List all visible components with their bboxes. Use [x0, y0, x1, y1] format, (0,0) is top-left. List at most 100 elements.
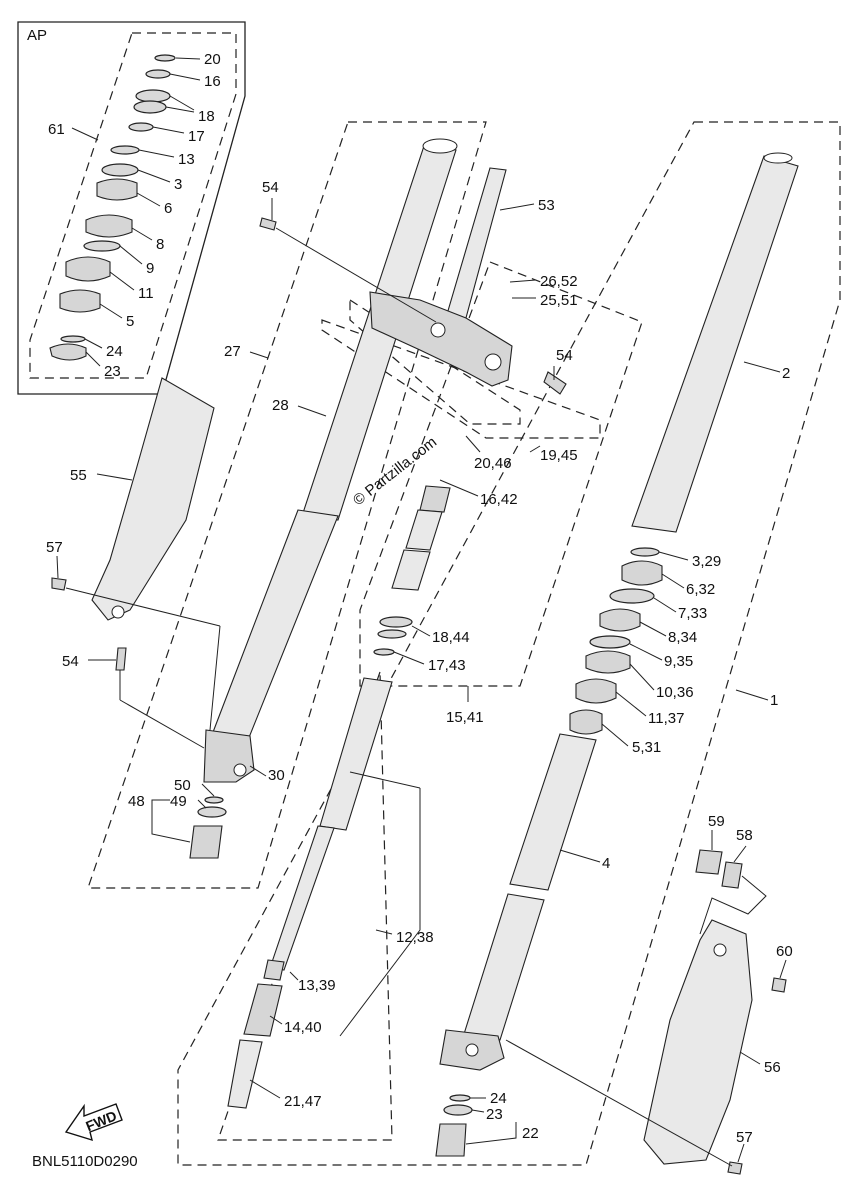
outline-15-41: [359, 261, 643, 687]
rod-parts: [227, 677, 393, 1109]
part-16-washer: [145, 69, 171, 79]
part-rod: [269, 825, 335, 971]
callout-7-33: 7,33: [678, 605, 707, 622]
callout-20: 20: [204, 51, 221, 68]
right-fork-parts: [435, 152, 799, 1175]
damper-parts: [373, 485, 451, 656]
part-6-bushing: [96, 178, 138, 201]
bolt-54a: [259, 217, 277, 231]
part-20-seal: [154, 54, 176, 62]
part-10-36-seal: [585, 650, 631, 674]
callout-57b: 57: [736, 1129, 753, 1146]
part-8-34-seal: [599, 608, 641, 632]
ap-kit-parts: [49, 54, 176, 361]
callout-57a: 57: [46, 539, 63, 556]
callout-9-35: 9,35: [664, 653, 693, 670]
callout-16-42: 16,42: [480, 491, 518, 508]
part-22-collar: [435, 1123, 467, 1157]
part-4-outer-tube: [509, 733, 597, 891]
part-18-oring-top: [135, 89, 171, 103]
callout-27: 27: [224, 343, 241, 360]
part-3-29-clip: [630, 547, 660, 557]
callout-49: 49: [170, 793, 187, 810]
part-18-44-oring-b: [377, 629, 407, 639]
callout-4: 4: [602, 855, 610, 872]
callout-15-41: 15,41: [446, 709, 484, 726]
part-30-axle-holder: [203, 729, 255, 783]
axle-bolt-22: [465, 1043, 479, 1057]
bolt-54b: [543, 371, 567, 395]
part-11-seal: [65, 256, 111, 282]
part-17-43-ring: [373, 648, 395, 656]
ap-kit-box: [17, 21, 246, 395]
leader-lines: [56, 57, 787, 1167]
part-27-triple-clamp: [369, 291, 513, 387]
callout-24a: 24: [106, 343, 123, 360]
callout-12-38: 12,38: [396, 929, 434, 946]
callout-61: 61: [48, 121, 65, 138]
part-17-ring: [128, 122, 154, 132]
callout-2: 2: [782, 365, 790, 382]
callout-labels: AP 20 16 18 17 61 13 3 6 8 9 11 5 24 23 …: [27, 27, 793, 1170]
callout-5-31: 5,31: [632, 739, 661, 756]
callout-3: 3: [174, 176, 182, 193]
callout-9: 9: [146, 260, 154, 277]
part-11-37-seal: [575, 678, 617, 704]
part-50-ring: [204, 796, 224, 804]
callout-22: 22: [522, 1125, 539, 1142]
part-7-33-washer: [609, 588, 655, 604]
callout-18: 18: [198, 108, 215, 125]
callout-6-32: 6,32: [686, 581, 715, 598]
callout-11: 11: [138, 285, 154, 302]
callout-55: 55: [70, 467, 87, 484]
part-5-31-bushing: [569, 709, 603, 735]
part-24b-ring: [449, 1094, 471, 1102]
axle-bolt-30: [233, 763, 247, 777]
part-2-inner-tube: [631, 155, 799, 533]
callout-16: 16: [204, 73, 221, 90]
callout-24b: 24: [490, 1090, 507, 1107]
callout-60: 60: [776, 943, 793, 960]
bolt-57b: [727, 1161, 743, 1175]
part-58-clip: [721, 861, 743, 889]
callout-53: 53: [538, 197, 555, 214]
outline-27: [87, 121, 487, 889]
callout-11-37: 11,37: [648, 710, 684, 727]
part-28-tube-top: [422, 138, 458, 154]
outline-20-46: [349, 298, 521, 425]
part-13-clip: [110, 145, 140, 155]
part-49-ring: [197, 806, 227, 818]
callout-17: 17: [188, 128, 205, 145]
fwd-arrow: FWD: [64, 1103, 123, 1142]
part-28-outer-tube: [209, 509, 339, 741]
clamp-hole-a: [430, 322, 446, 338]
callout-10-36: 10,36: [656, 684, 694, 701]
callout-13-39: 13,39: [298, 977, 336, 994]
part-4-lower: [463, 893, 545, 1041]
part-12-38-cartridge: [319, 677, 393, 831]
part-21-47-spring: [227, 1039, 263, 1109]
part-56-guard: [643, 919, 753, 1165]
part-9-35-washer: [589, 635, 631, 649]
callout-23b: 23: [486, 1106, 503, 1123]
callout-21-47: 21,47: [284, 1093, 322, 1110]
part-23-ring: [49, 343, 87, 361]
guard-hole: [111, 605, 125, 619]
part-6-32-bushing: [621, 560, 663, 586]
callout-14-40: 14,40: [284, 1019, 322, 1036]
callout-1: 1: [770, 692, 778, 709]
callout-8-34: 8,34: [668, 629, 697, 646]
callout-25-51: 25,51: [540, 292, 578, 309]
fwd-arrow-shape: [64, 1103, 123, 1142]
ap-label: AP: [27, 27, 47, 44]
bolt-54c: [115, 647, 127, 671]
callout-13: 13: [178, 151, 195, 168]
callout-50: 50: [174, 777, 191, 794]
part-9-washer: [83, 240, 121, 252]
outline-61: [29, 32, 237, 379]
callout-19-45: 19,45: [540, 447, 578, 464]
diagram-code: BNL5110D0290: [32, 1153, 138, 1170]
outline-1: [177, 121, 841, 1166]
bolt-57a: [51, 577, 67, 591]
